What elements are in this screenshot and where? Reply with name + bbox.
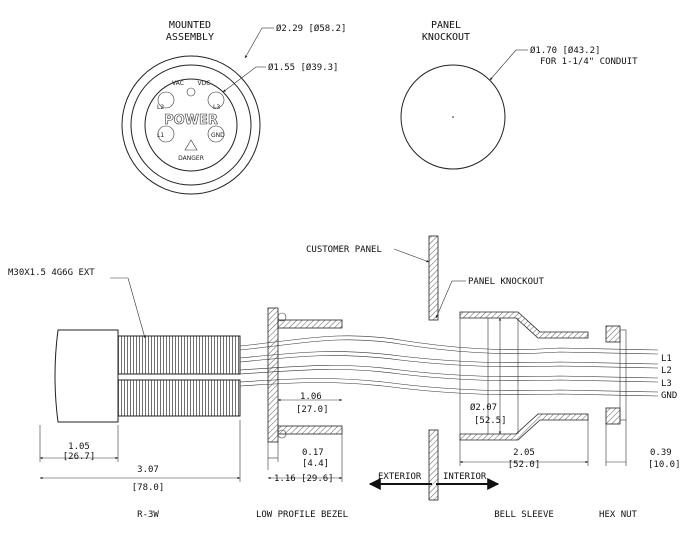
low-profile-bezel (267, 307, 343, 443)
customer-panel-label: CUSTOMER PANEL (306, 245, 382, 255)
label-bell-sleeve: BELL SLEEVE (494, 510, 554, 520)
wire-l3 (239, 365, 659, 379)
knockout-circle (400, 64, 506, 170)
face-label-l2: L2 (157, 104, 164, 111)
warning-triangle-icon (184, 139, 198, 151)
exterior-label: EXTERIOR (378, 472, 422, 482)
dim-207-mm: [52.5] (474, 416, 507, 426)
dim-106-mm: [27.0] (296, 405, 329, 415)
face-label-l3: L3 (213, 104, 220, 111)
wire-label-l3: L3 (661, 379, 672, 389)
bottom-labels: R-3W LOW PROFILE BEZEL BELL SLEEVE HEX N… (137, 510, 637, 520)
leader-line (222, 66, 257, 93)
wire-l1-2 (239, 339, 659, 355)
receptacle-side-view: M30X1.5 4G6G EXT (8, 268, 241, 423)
mounted-assembly-title-1: MOUNTED (169, 20, 211, 31)
leader-line (435, 280, 453, 319)
leader-line (244, 27, 263, 59)
panel-lower (428, 429, 439, 501)
pin-socket (207, 91, 225, 109)
face-label-danger: DANGER (178, 155, 204, 162)
label-r3w: R-3W (137, 510, 159, 520)
dim-205: 2.05 (513, 448, 535, 458)
threaded-body-upper (117, 335, 241, 375)
dia-inner-label: Ø1.55 [Ø39.3] (268, 62, 338, 73)
leader-line (127, 277, 146, 339)
pin-socket (157, 91, 175, 109)
dimensions: 1.05 [26.7] 3.07 [78.0] 1.06 [27.0] 0.17… (39, 317, 681, 493)
bezel-flange (267, 307, 279, 443)
face-label-power: POWER (164, 113, 218, 128)
dim-307: 3.07 (137, 465, 159, 475)
bell-sleeve (459, 311, 589, 441)
bezel-sleeve-bottom (277, 425, 343, 435)
face-label-gnd: GND (211, 132, 225, 139)
outer-bezel-circle (121, 55, 261, 195)
hex-nut-bottom (605, 407, 621, 425)
receptacle-cap (54, 329, 119, 423)
dim-207: Ø2.07 (470, 402, 497, 413)
panel-knockout-title-2: KNOCKOUT (422, 32, 470, 43)
dim-017-mm: [4.4] (302, 459, 329, 469)
pin-socket-small (186, 87, 196, 97)
mounted-assembly-view: MOUNTED ASSEMBLY VAC VDC L2 L3 L1 GND PO… (121, 20, 346, 195)
dim-039: 0.39 (650, 448, 672, 458)
exterior-interior-arrows: EXTERIOR INTERIOR (368, 472, 500, 490)
dim-105-mm: [26.7] (63, 452, 96, 462)
wire-label-l2: L2 (661, 366, 672, 376)
wire-l2 (239, 351, 659, 365)
pin-socket (207, 125, 225, 143)
face-label-vdc: VDC (198, 80, 211, 87)
wire-label-l1: L1 (661, 354, 672, 364)
face-label-l1: L1 (157, 132, 164, 139)
wire-label-gnd: GND (661, 391, 677, 401)
panel-knockout-view: PANEL KNOCKOUT Ø1.70 [Ø43.2] FOR 1-1/4" … (400, 20, 638, 170)
conduit-note: FOR 1-1/4" CONDUIT (540, 57, 638, 67)
knockout-center-mark (452, 116, 454, 118)
dia-outer-label: Ø2.29 [Ø58.2] (276, 23, 346, 34)
dia-knockout-label: Ø1.70 [Ø43.2] (530, 45, 600, 56)
oring-bottom (277, 429, 287, 439)
hex-nut (605, 325, 627, 425)
thread-spec-label: M30X1.5 4G6G EXT (8, 268, 95, 278)
dim-105: 1.05 (68, 442, 90, 452)
dim-039-mm: [10.0] (648, 460, 681, 470)
bezel-inner-circle (130, 64, 252, 186)
dim-106: 1.06 (300, 392, 322, 402)
mounted-assembly-title-2: ASSEMBLY (166, 32, 214, 43)
label-hex-nut: HEX NUT (599, 510, 638, 520)
leader-line (393, 248, 430, 263)
wire-l3-2 (239, 369, 659, 383)
dim-205-mm: [52.0] (508, 460, 541, 470)
oring-top (277, 312, 287, 322)
threaded-body-lower (117, 379, 241, 417)
dim-116: 1.16 [29.6] (274, 474, 334, 484)
bezel-sleeve-top (277, 319, 343, 329)
pin-socket (157, 125, 175, 143)
interior-label: INTERIOR (443, 472, 487, 482)
dim-307-mm: [78.0] (132, 483, 165, 493)
leader-line (489, 49, 517, 81)
panel-knockout-callout: PANEL KNOCKOUT (468, 277, 544, 287)
bell-sleeve-bottom (459, 413, 589, 441)
customer-panel: CUSTOMER PANEL PANEL KNOCKOUT (306, 235, 544, 501)
face-label-vac: VAC (172, 80, 184, 87)
dim-017: 0.17 (302, 448, 324, 458)
bell-sleeve-top (459, 311, 589, 339)
hex-nut-body (619, 329, 627, 421)
label-low-profile-bezel: LOW PROFILE BEZEL (256, 510, 348, 520)
panel-upper (428, 235, 439, 321)
hex-nut-top (605, 325, 621, 343)
panel-knockout-title-1: PANEL (431, 20, 461, 31)
receptacle-face-circle (144, 78, 238, 172)
